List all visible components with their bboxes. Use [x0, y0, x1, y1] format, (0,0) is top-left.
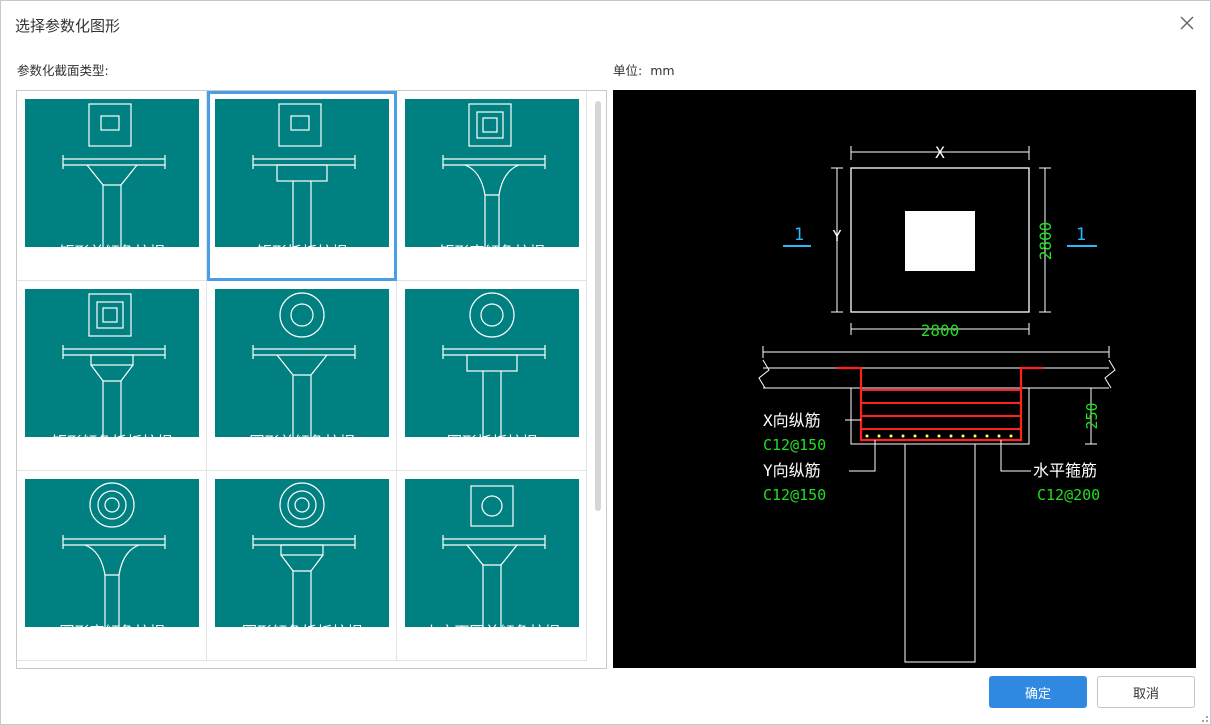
- tile-2[interactable]: 矩形变倾角柱帽: [397, 91, 587, 281]
- tile-thumbnail: [25, 99, 199, 247]
- dialog-title: 选择参数化图形: [15, 17, 121, 35]
- tile-label: 矩形单倾角柱帽: [59, 243, 165, 261]
- unit-caption: 单位:: [613, 63, 643, 78]
- rect-slope-drop-panel-cap-icon: [62, 293, 166, 437]
- tile-8[interactable]: 上方下圆单倾角柱帽: [397, 471, 587, 661]
- tile-thumbnail: [215, 289, 389, 437]
- section-type-label: 参数化截面类型:: [17, 63, 109, 78]
- circle-variable-slope-cap-icon: [62, 482, 166, 627]
- column-section: [904, 443, 976, 663]
- plan-outline: [850, 167, 1030, 313]
- longitudinal-bar-dots: [865, 434, 1013, 438]
- circle-slope-drop-panel-cap-icon: [252, 482, 356, 627]
- grid-scrollbar[interactable]: [595, 101, 601, 511]
- dim-height: 2800: [1036, 222, 1055, 261]
- resize-grip-icon[interactable]: [1199, 713, 1209, 723]
- tile-label: 矩形托板柱帽: [256, 243, 347, 261]
- tile-thumbnail: [215, 99, 389, 247]
- cancel-button[interactable]: 取消: [1097, 676, 1195, 708]
- unit-value: mm: [650, 63, 675, 78]
- rebar-x-value: C12@150: [763, 436, 826, 454]
- dim-width: 2800: [921, 321, 960, 340]
- rebar-y-value: C12@150: [763, 486, 826, 504]
- rebar-outline: [837, 366, 1043, 442]
- stirrup-value: C12@200: [1037, 486, 1100, 504]
- tile-7[interactable]: 圆形倾角托板柱帽: [207, 471, 397, 661]
- tile-thumbnail: [215, 479, 389, 627]
- confirm-button[interactable]: 确定: [989, 676, 1087, 708]
- square-top-round-bottom-cap-icon: [442, 485, 546, 627]
- section-mark-left: 1: [794, 225, 804, 245]
- section-mark-right: 1: [1076, 225, 1086, 245]
- dim-x-label: X: [935, 143, 945, 162]
- rebar-y-label: Y向纵筋: [763, 461, 821, 480]
- tile-label: 圆形倾角托板柱帽: [241, 623, 362, 641]
- tile-thumbnail: [405, 289, 579, 437]
- preview-drawing: X Y 2800 2800 1 1: [758, 143, 1116, 663]
- rebar-x-label: X向纵筋: [763, 411, 821, 430]
- column-plan: [905, 211, 975, 271]
- dim-y-label: Y: [832, 227, 841, 245]
- tile-thumbnail: [25, 479, 199, 627]
- tile-label: 圆形托板柱帽: [446, 433, 537, 451]
- unit-label: 单位: mm: [613, 60, 675, 79]
- rect-drop-panel-cap-icon: [252, 103, 356, 247]
- tile-3[interactable]: 矩形倾角托板柱帽: [17, 281, 207, 471]
- tile-4[interactable]: 圆形单倾角柱帽: [207, 281, 397, 471]
- tile-label: 矩形倾角托板柱帽: [51, 433, 172, 451]
- tile-thumbnail: [405, 99, 579, 247]
- tile-label: 圆形变倾角柱帽: [59, 623, 165, 641]
- close-icon[interactable]: [1177, 13, 1197, 33]
- tile-label: 上方下圆单倾角柱帽: [424, 623, 560, 641]
- stirrup-label: 水平箍筋: [1033, 461, 1097, 480]
- tile-thumbnail: [405, 479, 579, 627]
- tile-label: 圆形单倾角柱帽: [249, 433, 355, 451]
- tile-0[interactable]: 矩形单倾角柱帽: [17, 91, 207, 281]
- rect-single-slope-cap-icon: [62, 103, 166, 247]
- shape-grid: 矩形单倾角柱帽 矩形托板柱帽: [16, 90, 607, 669]
- thickness-dim: 250: [1083, 402, 1101, 429]
- tile-5[interactable]: 圆形托板柱帽: [397, 281, 587, 471]
- tile-1[interactable]: 矩形托板柱帽: [207, 91, 397, 281]
- circle-single-slope-cap-icon: [252, 292, 356, 437]
- tile-6[interactable]: 圆形变倾角柱帽: [17, 471, 207, 661]
- circle-drop-panel-cap-icon: [442, 292, 546, 437]
- tile-thumbnail: [25, 289, 199, 437]
- rect-variable-slope-cap-icon: [442, 103, 546, 247]
- tile-label: 矩形变倾角柱帽: [439, 243, 545, 261]
- shape-preview: X Y 2800 2800 1 1: [613, 90, 1196, 668]
